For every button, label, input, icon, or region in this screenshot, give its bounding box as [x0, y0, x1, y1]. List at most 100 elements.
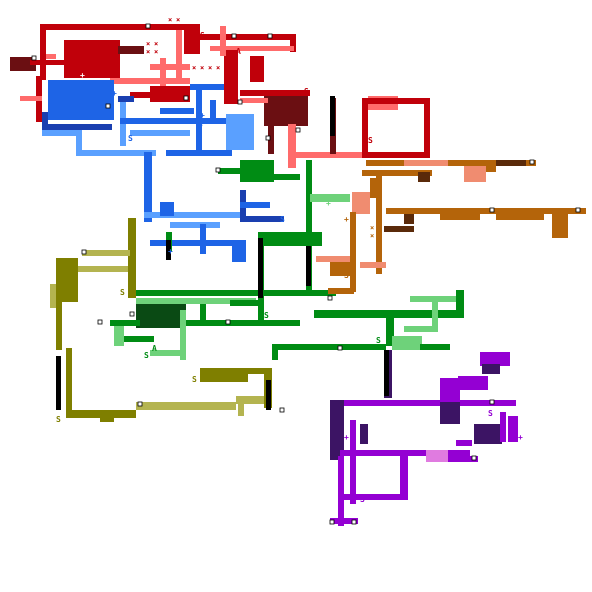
corridor	[40, 24, 160, 30]
corridor	[496, 160, 526, 166]
corridor	[432, 302, 438, 328]
door-square	[31, 55, 37, 61]
corridor	[456, 290, 464, 316]
save-point-label: S	[264, 311, 269, 320]
room	[330, 258, 352, 276]
save-point-label: S	[198, 120, 203, 129]
door-square	[145, 23, 151, 29]
door-square	[225, 319, 231, 325]
plus-marker: +	[326, 199, 331, 208]
corridor	[160, 58, 166, 86]
save-point-label: S	[360, 495, 365, 504]
door-square	[295, 127, 301, 133]
save-point-label: S	[376, 336, 381, 345]
corridor	[78, 266, 128, 272]
door-square	[575, 207, 581, 213]
cross-marker: ×	[168, 24, 172, 32]
connector	[258, 238, 263, 298]
room	[10, 57, 36, 71]
corridor	[180, 310, 186, 360]
corridor	[328, 288, 354, 294]
cross-marker: ×	[216, 64, 220, 72]
connector	[330, 96, 335, 136]
room	[496, 212, 544, 220]
corridor	[362, 170, 432, 176]
corridor	[306, 160, 312, 290]
corridor	[296, 152, 366, 158]
corridor	[486, 166, 496, 172]
region-brown	[316, 160, 586, 294]
corridor	[30, 60, 66, 65]
room	[64, 40, 120, 78]
corridor	[448, 456, 478, 462]
cross-marker: ×	[200, 64, 204, 72]
corridor	[128, 218, 136, 298]
door-square	[351, 519, 357, 525]
room	[262, 232, 322, 246]
cross-marker: ×	[154, 40, 158, 48]
room	[184, 24, 200, 54]
corridor	[66, 348, 72, 418]
corridor	[42, 112, 48, 134]
plus-marker: +	[518, 433, 523, 442]
corridor	[56, 300, 62, 350]
room	[426, 450, 448, 462]
corridor	[240, 202, 270, 208]
door-square	[267, 33, 273, 39]
corridor	[118, 96, 134, 102]
corridor	[220, 26, 226, 56]
room	[200, 368, 248, 382]
corridor	[314, 310, 464, 318]
save-point-label: S	[96, 103, 101, 112]
room	[404, 214, 414, 224]
corridor	[404, 160, 448, 166]
room	[330, 400, 344, 460]
corridor	[170, 222, 220, 228]
door-square	[489, 207, 495, 213]
plus-marker: +	[168, 247, 173, 256]
corridor	[46, 54, 56, 59]
corridor	[386, 208, 586, 214]
alpha-marker: A	[152, 344, 157, 353]
corridor	[290, 34, 296, 52]
door-square	[471, 455, 477, 461]
corridor	[410, 296, 460, 302]
room	[482, 364, 500, 374]
corridor	[268, 120, 274, 154]
corridor	[48, 124, 112, 130]
corridor	[118, 46, 144, 54]
connector	[266, 380, 271, 410]
cross-marker: ×	[154, 48, 158, 56]
door-square	[265, 135, 271, 141]
corridor	[156, 24, 186, 30]
corridor	[400, 450, 408, 500]
corridor	[344, 494, 406, 500]
corridor	[240, 90, 310, 96]
room	[440, 402, 460, 424]
door-markers	[31, 23, 581, 525]
corridor	[136, 402, 236, 410]
save-point-label: S	[128, 134, 133, 143]
corridor	[500, 412, 506, 442]
plus-marker: +	[344, 433, 349, 442]
room	[480, 352, 510, 366]
corridor	[362, 152, 430, 158]
corridor	[240, 216, 284, 222]
corridor	[130, 130, 190, 136]
corridor	[272, 344, 386, 350]
corridor	[376, 174, 382, 274]
corridor	[136, 298, 256, 304]
door-square	[337, 345, 343, 351]
corridor	[100, 410, 114, 422]
connector	[166, 240, 171, 260]
corridor	[120, 118, 230, 124]
room	[352, 192, 370, 214]
cross-marker: ×	[146, 48, 150, 56]
door-square	[81, 249, 87, 255]
room	[440, 212, 480, 220]
save-point-label: S	[144, 351, 149, 360]
corridor	[150, 350, 184, 356]
corridor	[316, 256, 350, 262]
corridor	[456, 440, 472, 446]
door-square	[529, 159, 535, 165]
